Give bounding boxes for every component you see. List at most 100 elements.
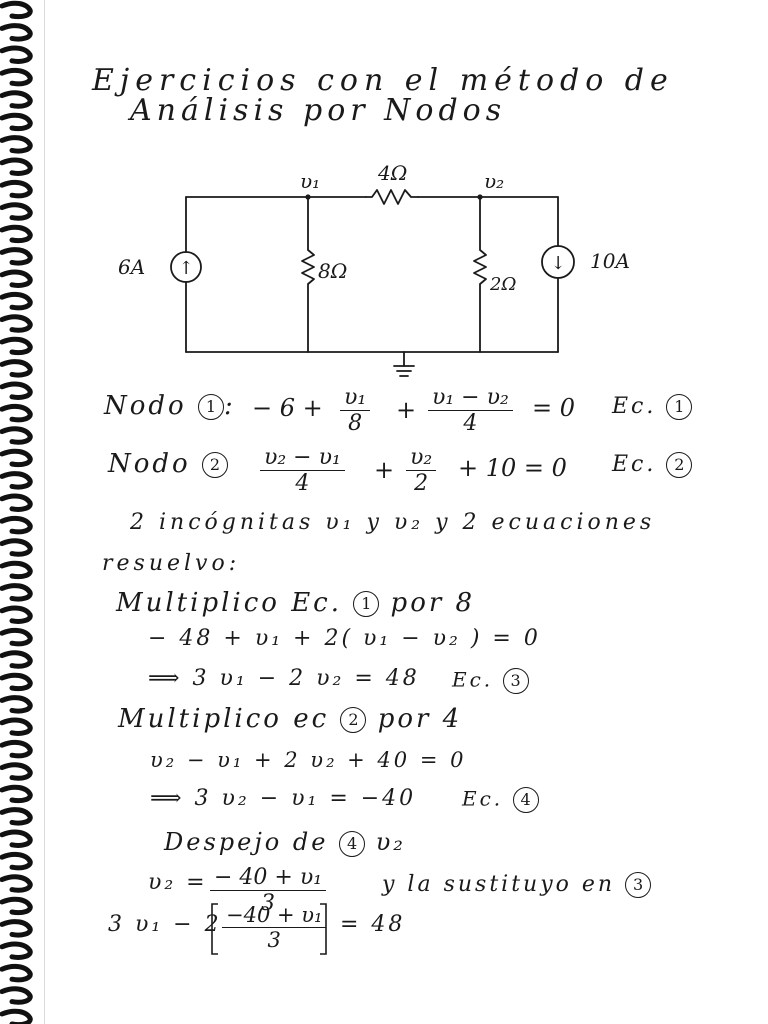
eq-4-ec-label: Ec. 4: [462, 787, 539, 813]
spiral-ring: [0, 896, 33, 916]
spiral-ring: [0, 336, 33, 356]
last-eq-fraction-num: −40 + υ₁: [222, 903, 327, 929]
multiplico-2-por: por 4: [377, 704, 463, 734]
spiral-ring: [0, 67, 33, 87]
page-title-line1: Ejercicios con el método de: [92, 63, 674, 98]
resistor-4ohm: [365, 189, 419, 205]
nodo2-label: Nodo 2: [108, 451, 228, 478]
eq-3-ec-label: Ec. 3: [452, 668, 529, 694]
spiral-ring: [0, 739, 33, 759]
spiral-ring: [0, 874, 33, 893]
eq-4-line: ⟹ 3 υ₂ − υ₁ = −40: [150, 786, 417, 811]
spiral-ring: [0, 269, 33, 288]
spiral-ring: [0, 202, 33, 221]
spiral-ring: [0, 986, 33, 1005]
multiplico-1-por: por 8: [390, 588, 476, 618]
nodo2-text: Nodo: [108, 449, 191, 479]
spiral-ring: [0, 23, 33, 42]
multiplico-1-text: Multiplico Ec.: [116, 588, 343, 618]
spiral-ring: [0, 471, 33, 490]
nodo1-number: 1: [197, 394, 224, 420]
nodo1-ec-number: 1: [666, 394, 693, 420]
label-6a: 6A: [118, 255, 145, 279]
spiral-ring: [0, 829, 33, 848]
spiral-ring: [0, 807, 33, 826]
nodo2-f1-num: υ₂ − υ₁: [260, 445, 345, 472]
spiral-ring: [0, 135, 33, 154]
spiral-ring: [0, 941, 33, 960]
nodo2-plus: +: [374, 456, 395, 484]
sustituyo-text: y la sustituyo en: [382, 872, 616, 897]
spiral-ring: [0, 314, 33, 333]
nodo2-ec-number: 2: [666, 452, 693, 478]
spiral-ring: [0, 359, 33, 378]
label-10a: 10A: [590, 249, 630, 273]
spiral-ring: [0, 627, 33, 647]
nodo2-f1-den: 4: [295, 471, 310, 497]
nodo2-fraction-2: υ₂ 2: [406, 445, 437, 497]
nodo2-ec-text: Ec.: [612, 452, 657, 477]
despejo-variable: υ₂: [375, 828, 406, 856]
multiplico-2-ec-number: 2: [340, 707, 367, 733]
nodo2-f2-den: 2: [414, 471, 429, 497]
spiral-ring: [0, 717, 33, 736]
despejo-line: Despejo de 4 υ₂: [164, 830, 406, 857]
nodo1-fraction-2: υ₁ − υ₂ 4: [428, 385, 513, 437]
eq-3-ec-number: 3: [502, 668, 529, 694]
spiral-ring: [0, 112, 33, 132]
resuelvo-line: resuelvo:: [102, 551, 241, 576]
spiral-ring: [0, 762, 33, 781]
nodo1-f2-num: υ₁ − υ₂: [428, 385, 513, 412]
label-8ohm: 8Ω: [318, 259, 347, 283]
spiral-ring: [0, 963, 33, 983]
last-eq-lhs: 3 υ₁ − 2: [108, 912, 222, 937]
v2-fraction: − 40 + υ₁ 3: [210, 865, 327, 917]
nodo1-fraction-1: υ₁ 8: [340, 385, 371, 437]
v2-fraction-den: 3: [261, 891, 276, 917]
v2-fraction-num: − 40 + υ₁: [210, 865, 327, 892]
multiplico-2-line: Multiplico ec 2 por 4: [118, 706, 462, 733]
label-node-v2: υ₂: [484, 169, 504, 193]
nodo2-number: 2: [201, 452, 228, 478]
bracket: [211, 903, 327, 955]
resistor-2ohm: [473, 196, 487, 353]
spiral-ring: [0, 45, 33, 64]
nodo1-label: Nodo 1:: [104, 393, 236, 420]
despejo-ec-number: 4: [339, 830, 366, 857]
spiral-ring: [0, 247, 33, 266]
circuit-diagram: ↑ ↓ 6A 4Ω 8Ω 2Ω 10A υ₁ υ₂: [118, 161, 630, 377]
current-source-6a: [170, 251, 202, 283]
spiral-ring: [0, 157, 33, 176]
nodo1-colon: :: [223, 391, 236, 421]
v2-lhs: υ₂ =: [148, 870, 208, 895]
last-eq-fraction: −40 + υ₁ 3: [222, 903, 327, 952]
label-node-v1: υ₁: [300, 169, 320, 193]
eq-3-line: ⟹ 3 υ₁ − 2 υ₂ = 48: [148, 666, 420, 691]
sustituyo-line: y la sustituyo en 3: [382, 872, 652, 898]
nodo1-plus: +: [396, 396, 417, 424]
nodo1-rhs: = 0: [532, 394, 576, 422]
ground-icon: [393, 365, 415, 377]
eq-3-ec-text: Ec.: [452, 667, 494, 692]
spiral-ring: [0, 493, 33, 512]
spiral-ring: [0, 650, 33, 669]
spiral-ring: [0, 851, 33, 871]
spiral-ring: [0, 605, 33, 624]
spiral-ring: [0, 403, 33, 423]
spiral-ring: [0, 515, 33, 535]
spiral-ring: [0, 583, 33, 602]
spiral-ring: [0, 291, 33, 311]
nodo1-text: Nodo: [104, 391, 187, 421]
nodo1-f2-den: 4: [463, 411, 478, 437]
multiplico-2-text: Multiplico ec: [118, 704, 330, 734]
source-6a-arrow-icon: ↑: [178, 258, 193, 279]
nodo1-ec-label: Ec. 1: [612, 394, 693, 420]
nodo1-f1-den: 8: [348, 411, 363, 437]
spiral-ring: [0, 672, 33, 692]
spiral-ring: [0, 1008, 33, 1024]
spiral-ring: [0, 784, 33, 804]
label-2ohm: 2Ω: [489, 274, 516, 295]
spiral-ring: [0, 0, 33, 20]
current-source-10a: [541, 245, 575, 279]
node-dot-1: [305, 194, 311, 200]
